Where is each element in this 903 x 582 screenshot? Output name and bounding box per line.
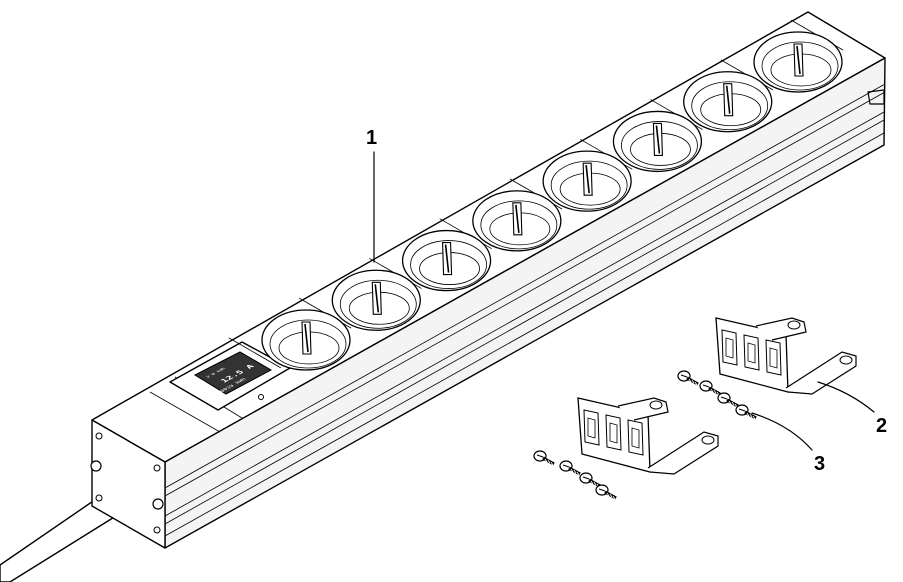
socket	[612, 110, 703, 173]
mounting-bracket	[715, 317, 857, 395]
socket-divider	[228, 337, 282, 369]
screw-group	[533, 370, 757, 500]
socket	[401, 229, 492, 292]
socket	[753, 31, 843, 93]
leader-line-3	[751, 412, 813, 451]
screw	[579, 472, 601, 488]
socket	[331, 269, 421, 331]
leader-line-2	[817, 381, 875, 413]
callout-2: 2	[876, 415, 887, 437]
socket	[542, 150, 632, 212]
screw	[699, 380, 721, 396]
mounting-bracket-group	[577, 317, 857, 475]
socket	[472, 190, 562, 252]
socket	[261, 309, 351, 371]
mounting-bracket	[577, 397, 719, 475]
screw	[595, 484, 617, 500]
callout-1: 1	[366, 127, 377, 149]
socket	[683, 71, 773, 133]
lcd-line1-text: V W kWh	[205, 366, 227, 378]
socket-row	[228, 19, 844, 371]
screw	[735, 404, 757, 420]
callout-3: 3	[814, 453, 825, 475]
callout-leaders	[373, 151, 875, 451]
screw	[677, 370, 699, 386]
screw	[533, 450, 555, 466]
screw	[559, 460, 581, 476]
screw	[717, 392, 739, 408]
